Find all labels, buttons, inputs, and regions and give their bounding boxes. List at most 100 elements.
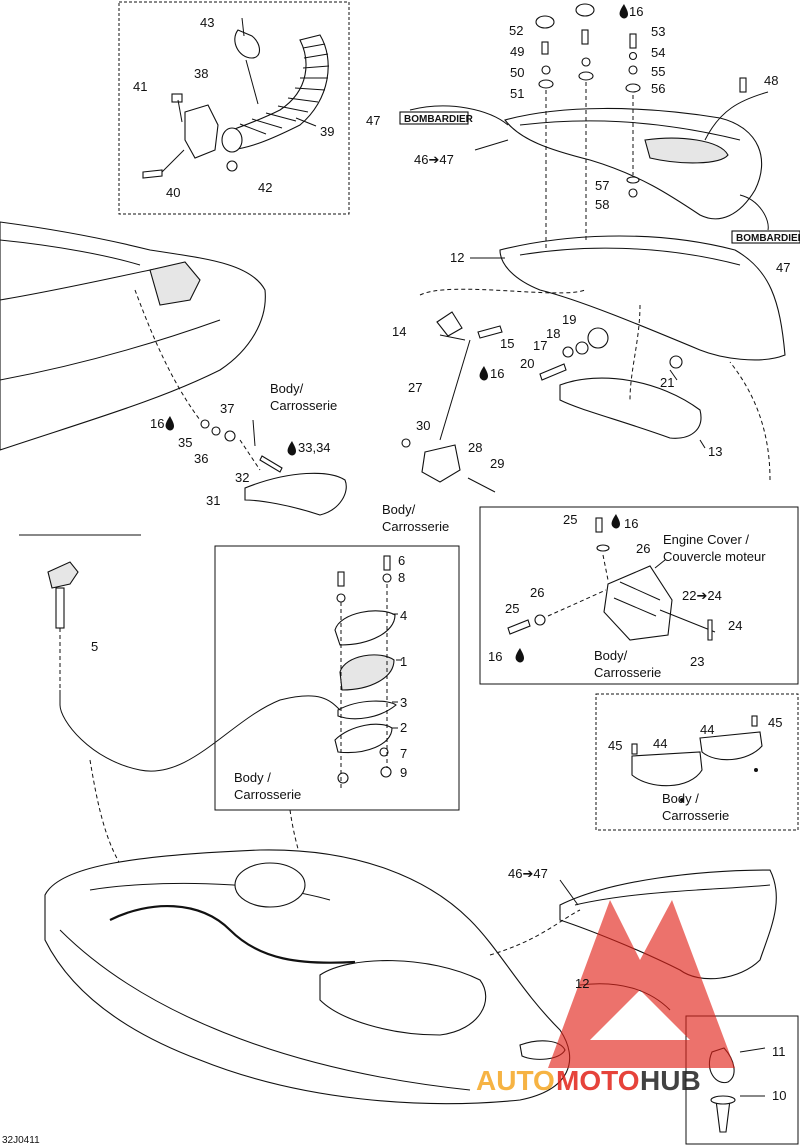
callout-2: 2	[400, 720, 407, 735]
hose-ribs	[239, 43, 330, 135]
rear-storage-ridge	[574, 884, 771, 906]
hinge-detail	[507, 517, 716, 641]
hinge-14	[436, 311, 463, 337]
decal-text-left: BOMBARDIER	[404, 114, 474, 125]
rivet-10	[715, 1099, 731, 1133]
plate-2	[334, 723, 393, 754]
nut-21	[669, 355, 683, 369]
callout-26-top: 26	[636, 541, 650, 556]
washer-50	[541, 65, 551, 75]
callout-45-right: 45	[768, 715, 782, 730]
leader-41	[177, 99, 183, 123]
callout-31: 31	[206, 493, 220, 508]
screw-41	[171, 93, 183, 103]
body-label-latch-2: Carrosserie	[234, 787, 301, 802]
callout-15: 15	[500, 336, 514, 351]
decal-47-left	[399, 111, 469, 125]
screw-49b	[581, 29, 589, 45]
leader-14	[439, 334, 466, 341]
latch-plate-4	[334, 610, 396, 646]
callout-17: 17	[533, 338, 547, 353]
release-handle	[47, 561, 79, 589]
callout-26-left: 26	[530, 585, 544, 600]
washer-50b	[581, 57, 591, 67]
leader-40	[161, 149, 185, 173]
body-label-clips-2: Carrosserie	[662, 808, 729, 823]
dash-hull-rear	[489, 909, 581, 956]
gasket-13	[559, 377, 702, 439]
latch-1	[339, 654, 395, 691]
callout-21: 21	[660, 375, 674, 390]
callout-14: 14	[392, 324, 406, 339]
leader-46-top	[474, 139, 509, 151]
callout-25-left: 25	[505, 601, 519, 616]
screw-30	[401, 438, 411, 448]
dot-ref-right	[754, 768, 758, 772]
hose-end	[221, 127, 243, 153]
detail-box-fastener	[685, 1015, 799, 1145]
cable-in-hull	[109, 905, 356, 964]
bolt-25-left	[507, 619, 531, 635]
engine-cover-label-1: Engine Cover /	[663, 532, 749, 547]
nut-42	[226, 160, 238, 172]
callout-16-hinge-top: 16	[624, 516, 638, 531]
pin-23	[659, 609, 716, 633]
callout-5: 5	[91, 639, 98, 654]
callout-48: 48	[764, 73, 778, 88]
leader-13	[699, 439, 706, 449]
cap-52b	[575, 3, 595, 17]
vent-bracket	[184, 104, 219, 159]
callout-45-left: 45	[608, 738, 622, 753]
washer-51	[538, 79, 554, 89]
washer-56	[625, 83, 641, 93]
callout-16-hinge-left: 16	[488, 649, 502, 664]
bolt-20	[539, 363, 567, 381]
washer-55	[628, 65, 638, 75]
clip-29	[467, 477, 496, 493]
callout-32: 32	[235, 470, 249, 485]
bolt-32	[259, 455, 283, 473]
hose-clamp	[234, 29, 261, 59]
washer-35	[211, 426, 221, 436]
leader-body-left	[252, 419, 256, 447]
washer-7	[379, 747, 389, 757]
body-label-latch-1: Body /	[234, 770, 271, 785]
callout-16-left: 16	[150, 416, 164, 431]
body-label-left-2: Carrosserie	[270, 398, 337, 413]
lid-ridge	[519, 120, 741, 141]
screw-48	[739, 77, 747, 93]
nut-58	[628, 188, 638, 198]
callout-22-24: 22➔24	[682, 588, 722, 603]
callout-44-right: 44	[700, 722, 714, 737]
callout-10: 10	[772, 1088, 786, 1103]
screw-45-left	[631, 743, 638, 755]
diagram-code: 32J0411	[2, 1135, 40, 1146]
callout-58: 58	[595, 197, 609, 212]
clip-24	[707, 619, 713, 641]
leader-11	[739, 1047, 766, 1053]
callout-46-47-top: 46➔47	[414, 152, 454, 167]
clamp-tail	[241, 17, 245, 37]
storage-lid-46	[504, 107, 763, 220]
seat-edge	[0, 239, 141, 266]
screw-45-right	[751, 715, 758, 727]
engine-cover-label-2: Couvercle moteur	[663, 549, 766, 564]
drop-icon	[165, 416, 174, 431]
callout-49: 49	[510, 44, 524, 59]
callout-8: 8	[398, 570, 405, 585]
callout-7: 7	[400, 746, 407, 761]
callout-44-left: 44	[653, 736, 667, 751]
hull-body	[44, 849, 571, 1105]
clip-44-right	[699, 731, 763, 761]
leader-21	[669, 369, 678, 381]
callout-46-47-bottom: 46➔47	[508, 866, 548, 881]
latch-leaders	[392, 613, 402, 729]
washer-17	[562, 346, 574, 358]
storage-bin-12	[499, 235, 786, 361]
washer-26-top	[596, 544, 610, 552]
callout-13: 13	[708, 444, 722, 459]
nut-9b	[337, 772, 349, 784]
callout-47-left: 47	[366, 113, 380, 128]
watermark-text-auto: AUTO	[476, 1065, 555, 1096]
